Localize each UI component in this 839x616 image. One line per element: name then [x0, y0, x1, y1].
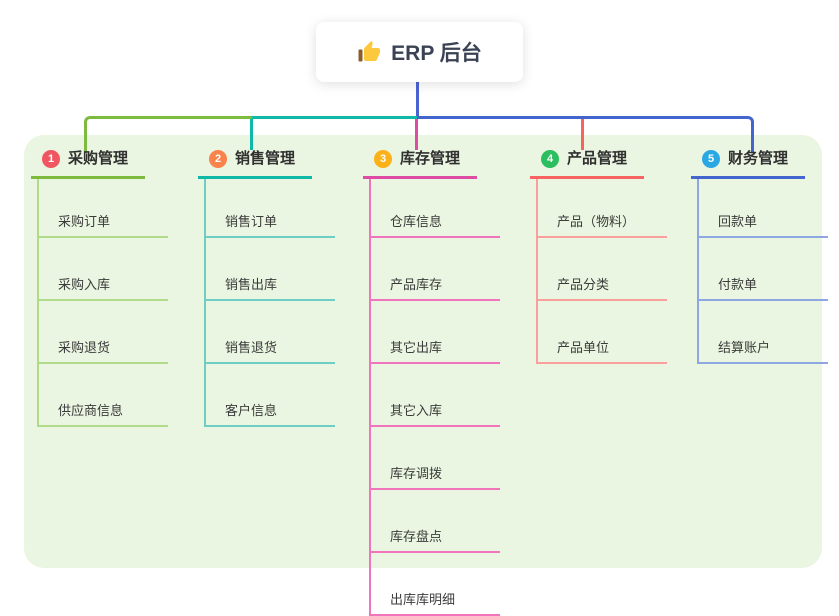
branch-title: 销售管理 [235, 150, 296, 167]
mindmap-node[interactable]: 销售退货 [206, 301, 335, 364]
mindmap-node[interactable]: 产品库存 [371, 238, 500, 301]
branch-1-connector [84, 116, 255, 153]
branch-2-connector-drop [250, 119, 253, 150]
mindmap-node[interactable]: 仓库信息 [371, 179, 500, 238]
branch-1: 1 采购管理采购订单采购入库采购退货供应商信息 [31, 146, 168, 427]
branch-4-header[interactable]: 4 产品管理 [530, 146, 644, 179]
branch-1-children: 采购订单采购入库采购退货供应商信息 [37, 179, 168, 427]
branch-5-connector [417, 116, 754, 153]
mindmap-node[interactable]: 采购入库 [39, 238, 168, 301]
thumbs-up-icon [357, 40, 381, 64]
root-connector-line [416, 82, 419, 119]
branch-2-connector-h [252, 116, 417, 119]
mindmap-node[interactable]: 产品单位 [538, 301, 667, 364]
branch-2-header[interactable]: 2 销售管理 [198, 146, 312, 179]
branch-5-header[interactable]: 5 财务管理 [691, 146, 805, 179]
branch-3-header[interactable]: 3 库存管理 [363, 146, 477, 179]
root-node[interactable]: ERP 后台 [316, 22, 523, 82]
branch-4-children: 产品（物料）产品分类产品单位 [536, 179, 667, 364]
branch-4-connector-drop [581, 119, 584, 150]
root-title: ERP 后台 [391, 42, 482, 65]
mindmap-node[interactable]: 销售出库 [206, 238, 335, 301]
mindmap-node[interactable]: 产品分类 [538, 238, 667, 301]
branch-4: 4 产品管理产品（物料）产品分类产品单位 [530, 146, 667, 364]
branch-2: 2 销售管理销售订单销售出库销售退货客户信息 [198, 146, 335, 427]
branch-number-badge: 5 [702, 150, 720, 168]
branch-3: 3 库存管理仓库信息产品库存其它出库其它入库库存调拨库存盘点出库库明细 [363, 146, 500, 616]
mindmap-node[interactable]: 客户信息 [206, 364, 335, 427]
branch-5: 5 财务管理回款单付款单结算账户 [691, 146, 828, 364]
branch-title: 库存管理 [400, 150, 461, 167]
branch-number-badge: 4 [541, 150, 559, 168]
mindmap-node[interactable]: 采购退货 [39, 301, 168, 364]
mindmap-node[interactable]: 采购订单 [39, 179, 168, 238]
branch-2-children: 销售订单销售出库销售退货客户信息 [204, 179, 335, 427]
branch-3-connector-drop [415, 119, 418, 150]
branch-number-badge: 3 [374, 150, 392, 168]
branch-1-header[interactable]: 1 采购管理 [31, 146, 145, 179]
mindmap-node[interactable]: 供应商信息 [39, 364, 168, 427]
branch-5-children: 回款单付款单结算账户 [697, 179, 828, 364]
mindmap-node[interactable]: 其它入库 [371, 364, 500, 427]
mindmap-node[interactable]: 结算账户 [699, 301, 828, 364]
mindmap-node[interactable]: 回款单 [699, 179, 828, 238]
branch-title: 产品管理 [567, 150, 628, 167]
branch-title: 采购管理 [68, 150, 129, 167]
mindmap-node[interactable]: 库存调拨 [371, 427, 500, 490]
branch-number-badge: 1 [42, 150, 60, 168]
mindmap-panel [24, 135, 822, 568]
mindmap-node[interactable]: 产品（物料） [538, 179, 667, 238]
mindmap-node[interactable]: 销售订单 [206, 179, 335, 238]
mindmap-node[interactable]: 其它出库 [371, 301, 500, 364]
mindmap-node[interactable]: 库存盘点 [371, 490, 500, 553]
branch-3-children: 仓库信息产品库存其它出库其它入库库存调拨库存盘点出库库明细 [369, 179, 500, 616]
mindmap-node[interactable]: 出库库明细 [371, 553, 500, 616]
branch-title: 财务管理 [728, 150, 789, 167]
branch-number-badge: 2 [209, 150, 227, 168]
mindmap-node[interactable]: 付款单 [699, 238, 828, 301]
